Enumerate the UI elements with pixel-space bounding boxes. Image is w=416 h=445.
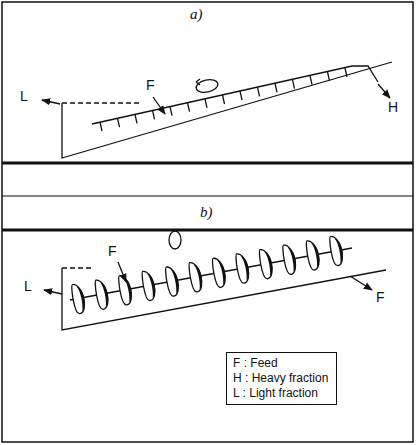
- flight: [118, 118, 120, 127]
- screw-turn: [117, 274, 134, 306]
- feed-label: F: [146, 78, 155, 92]
- screw-blade: [188, 261, 204, 292]
- flight: [135, 114, 137, 123]
- screw-turn: [211, 257, 228, 289]
- screw-turn: [94, 278, 111, 310]
- screw-blade: [164, 266, 180, 297]
- flight: [328, 72, 330, 81]
- flight: [188, 103, 190, 112]
- panel-label: b): [200, 205, 213, 220]
- divider: [2, 195, 413, 196]
- light-label: L: [24, 279, 32, 293]
- screw-turn: [258, 248, 275, 280]
- screw-turn: [70, 283, 87, 315]
- screw-blade: [281, 244, 297, 275]
- screw-turn: [305, 239, 322, 271]
- screw-flights: [70, 235, 345, 315]
- heavy-arrow: [378, 84, 390, 98]
- divider: [2, 229, 413, 232]
- screw-turn: [235, 252, 252, 284]
- flight: [258, 87, 260, 96]
- chain: [92, 66, 378, 124]
- flight: [223, 95, 225, 104]
- screw-blade: [328, 235, 344, 266]
- screw-shade: [264, 251, 274, 277]
- screw-blade: [70, 283, 86, 314]
- trough: [62, 62, 392, 158]
- flight: [100, 122, 102, 131]
- screw-shade: [218, 260, 228, 286]
- screw-shade: [147, 273, 157, 299]
- screw-shade: [311, 242, 321, 268]
- heavy-arrow: [350, 276, 372, 290]
- legend-entry: L : Light fraction: [233, 386, 328, 401]
- rotation-symbol: [195, 78, 219, 94]
- screw-blade: [141, 270, 157, 301]
- screw-turn: [281, 244, 298, 276]
- screw-blade: [258, 248, 274, 279]
- flight: [240, 91, 242, 100]
- flights: [100, 68, 347, 131]
- feed-arrow: [153, 97, 165, 114]
- light-arrow: [42, 100, 60, 104]
- screw-shade: [288, 246, 298, 272]
- heavy-label: F: [376, 290, 385, 304]
- screw-shade: [171, 268, 181, 294]
- screw-shade: [100, 281, 110, 307]
- screw-blade: [211, 257, 227, 288]
- screw-blade: [235, 252, 251, 283]
- screw-turn: [328, 235, 345, 267]
- screw-blade: [94, 279, 110, 310]
- feed-arrow: [118, 262, 126, 282]
- overflow-level: [62, 267, 92, 268]
- heavy-label: H: [388, 100, 398, 114]
- legend-entry: H : Heavy fraction: [233, 371, 328, 386]
- frame: [2, 2, 413, 442]
- screw-turn: [141, 270, 158, 302]
- rotation-symbol: [196, 79, 200, 85]
- flight: [275, 83, 277, 92]
- screw-shade: [194, 264, 204, 290]
- light-label: L: [20, 89, 28, 103]
- flight: [345, 68, 347, 77]
- screw-shade: [335, 238, 345, 264]
- flight: [205, 99, 207, 108]
- screw-conveyor: [44, 231, 386, 330]
- screw-turn: [188, 261, 205, 293]
- divider: [2, 162, 413, 165]
- flight: [153, 110, 155, 119]
- legend-entry: F : Feed: [233, 356, 328, 371]
- panel-label: a): [190, 7, 203, 22]
- screw-blade: [305, 239, 321, 270]
- feed-label: F: [108, 244, 117, 258]
- rotation-symbol: [169, 231, 181, 249]
- flight: [293, 80, 295, 89]
- screw-shade: [241, 255, 251, 281]
- legend-box: F : FeedH : Heavy fractionL : Light frac…: [226, 352, 337, 405]
- screw-shade: [77, 286, 87, 312]
- drag-conveyor: [42, 62, 392, 158]
- overflow-level: [62, 102, 140, 103]
- light-arrow: [44, 290, 62, 294]
- screw-turn: [164, 265, 181, 297]
- flight: [310, 76, 312, 85]
- flight: [170, 107, 172, 116]
